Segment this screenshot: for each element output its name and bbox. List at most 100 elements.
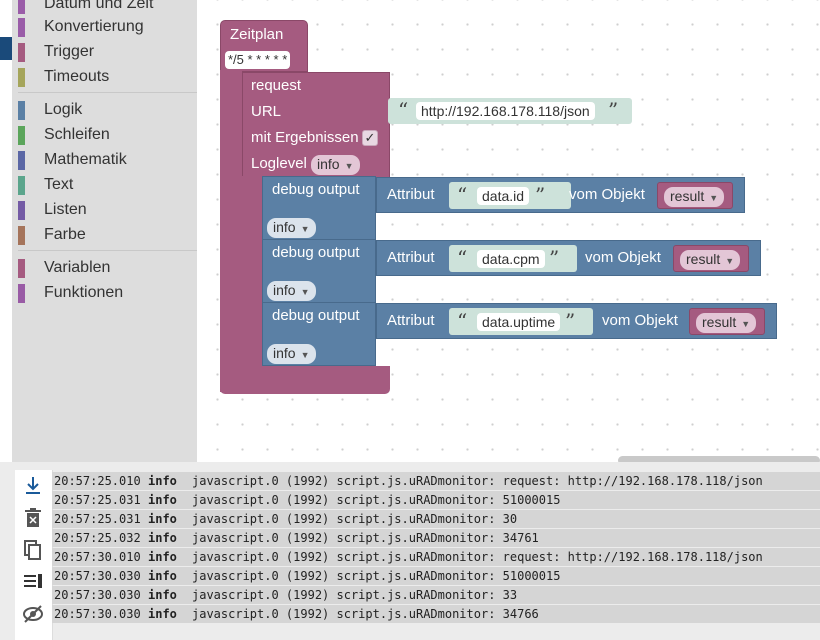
debug-output-block[interactable]: debug output info▼ xyxy=(262,176,376,240)
category-listen[interactable]: Listen xyxy=(18,200,198,220)
attribut-label: Attribut xyxy=(387,249,435,266)
debug-level-dropdown[interactable]: info▼ xyxy=(267,218,316,238)
debug-output-label: debug output xyxy=(272,307,360,324)
result-variable-dropdown[interactable]: result▼ xyxy=(664,187,725,207)
category-timeouts[interactable]: Timeouts xyxy=(18,67,198,87)
log-message: javascript.0 (1992) script.js.uRADmonito… xyxy=(192,588,518,602)
log-time: 20:57:30.030 xyxy=(54,569,141,583)
debug-level-value: info xyxy=(273,282,296,298)
category-color-bar xyxy=(18,43,25,62)
log-message: javascript.0 (1992) script.js.uRADmonito… xyxy=(192,531,539,545)
result-variable-block[interactable]: result▼ xyxy=(673,245,749,272)
category-variablen[interactable]: Variablen xyxy=(18,258,198,278)
log-severity: info xyxy=(148,493,177,507)
request-block[interactable]: request URL mit Ergebnissen ✓ Loglevel i… xyxy=(242,72,390,178)
result-variable-value: result xyxy=(670,188,705,204)
attribut-block[interactable]: Attribut “ data.id ” vom Objekt result▼ xyxy=(376,177,745,213)
attribut-field[interactable]: data.cpm xyxy=(477,250,545,268)
toolbox-separator xyxy=(18,92,198,93)
horizontal-scrollbar[interactable] xyxy=(618,456,820,465)
category-label: Schleifen xyxy=(44,126,110,143)
debug-level-value: info xyxy=(273,345,296,361)
loglevel-value: info xyxy=(317,156,340,172)
category-label: Timeouts xyxy=(44,68,110,85)
hide-icon[interactable] xyxy=(22,603,44,625)
attribut-block[interactable]: Attribut “ data.uptime ” vom Objekt resu… xyxy=(376,303,777,339)
vom-objekt-label: vom Objekt xyxy=(585,249,661,266)
loglevel-dropdown[interactable]: info ▼ xyxy=(311,155,360,175)
category-mathematik[interactable]: Mathematik xyxy=(18,150,198,170)
log-time: 20:57:25.031 xyxy=(54,493,141,507)
attribut-text-block[interactable]: “ data.cpm ” xyxy=(449,245,577,272)
copy-icon[interactable] xyxy=(22,539,44,561)
debug-output-block[interactable]: debug output info▼ xyxy=(262,302,376,366)
debug-output-block[interactable]: debug output info ▼ xyxy=(262,239,376,303)
log-message: javascript.0 (1992) script.js.uRADmonito… xyxy=(192,569,561,583)
log-row: 20:57:25.032 info javascript.0 (1992) sc… xyxy=(52,529,820,547)
log-severity: info xyxy=(148,607,177,621)
log-time: 20:57:30.030 xyxy=(54,588,141,602)
category-color-bar xyxy=(18,0,25,14)
attribut-field[interactable]: data.uptime xyxy=(477,313,561,331)
log-row: 20:57:30.010 info javascript.0 (1992) sc… xyxy=(52,548,820,566)
url-text-block[interactable]: “ http://192.168.178.118/json ” xyxy=(388,98,632,124)
open-quote-icon: “ xyxy=(398,98,409,122)
debug-level-dropdown[interactable]: info▼ xyxy=(267,344,316,364)
category-label: Trigger xyxy=(44,43,95,60)
zeitplan-label: Zeitplan xyxy=(230,26,284,43)
log-severity: info xyxy=(148,531,177,545)
log-message: javascript.0 (1992) script.js.uRADmonito… xyxy=(192,512,518,526)
category-datum-und-zeit[interactable]: Datum und Zeit xyxy=(18,0,198,14)
result-variable-dropdown[interactable]: result▼ xyxy=(696,313,757,333)
log-row: 20:57:30.030 info javascript.0 (1992) sc… xyxy=(52,567,820,585)
category-logik[interactable]: Logik xyxy=(18,100,198,120)
delete-icon[interactable] xyxy=(22,507,44,529)
request-block-bottom xyxy=(242,366,390,380)
scroll-down-icon[interactable] xyxy=(22,474,44,496)
category-farbe[interactable]: Farbe xyxy=(18,225,198,245)
category-schleifen[interactable]: Schleifen xyxy=(18,125,198,145)
attribut-field[interactable]: data.id xyxy=(477,187,530,205)
log-message: javascript.0 (1992) script.js.uRADmonito… xyxy=(192,493,561,507)
request-label: request xyxy=(251,77,302,94)
log-row: 20:57:30.030 info javascript.0 (1992) sc… xyxy=(52,605,820,623)
category-text[interactable]: Text xyxy=(18,175,198,195)
log-time: 20:57:25.032 xyxy=(54,531,141,545)
zeitplan-block[interactable]: Zeitplan */5 * * * * * xyxy=(220,20,308,72)
filter-icon[interactable] xyxy=(22,571,44,593)
log-row: 20:57:25.010 info javascript.0 (1992) sc… xyxy=(52,472,820,490)
open-quote-icon: “ xyxy=(457,309,468,333)
log-severity: info xyxy=(148,474,177,488)
category-trigger[interactable]: Trigger xyxy=(18,42,198,62)
category-color-bar xyxy=(18,176,25,195)
log-severity: info xyxy=(148,550,177,564)
result-variable-value: result xyxy=(686,251,721,267)
zeitplan-block-bottom xyxy=(220,380,390,394)
url-field[interactable]: http://192.168.178.118/json xyxy=(416,102,595,120)
category-label: Listen xyxy=(44,201,87,218)
dropdown-arrow-icon: ▼ xyxy=(344,161,354,171)
results-checkbox[interactable]: ✓ xyxy=(362,130,378,146)
dropdown-arrow-icon: ▼ xyxy=(741,319,751,329)
debug-output-label: debug output xyxy=(272,244,360,261)
cron-field[interactable]: */5 * * * * * xyxy=(225,51,291,69)
result-variable-dropdown[interactable]: result▼ xyxy=(680,250,741,270)
category-konvertierung[interactable]: Konvertierung xyxy=(18,17,198,37)
debug-level-dropdown[interactable]: info ▼ xyxy=(267,281,316,301)
attribut-text-block[interactable]: “ data.uptime ” xyxy=(449,308,593,335)
open-quote-icon: “ xyxy=(457,183,468,207)
log-time: 20:57:25.010 xyxy=(54,474,141,488)
attribut-label: Attribut xyxy=(387,312,435,329)
category-color-bar xyxy=(18,151,25,170)
category-funktionen[interactable]: Funktionen xyxy=(18,283,198,303)
attribut-block[interactable]: Attribut “ data.cpm ” vom Objekt result▼ xyxy=(376,240,761,276)
result-variable-block[interactable]: result▼ xyxy=(689,308,765,335)
attribut-text-block[interactable]: “ data.id ” xyxy=(449,182,571,209)
category-color-bar xyxy=(18,226,25,245)
loglevel-label: Loglevel xyxy=(251,155,307,172)
zeitplan-statement-arm xyxy=(220,70,242,392)
dropdown-arrow-icon: ▼ xyxy=(300,287,310,297)
vom-objekt-label: vom Objekt xyxy=(602,312,678,329)
result-variable-block[interactable]: result▼ xyxy=(657,182,733,209)
log-time: 20:57:30.030 xyxy=(54,607,141,621)
